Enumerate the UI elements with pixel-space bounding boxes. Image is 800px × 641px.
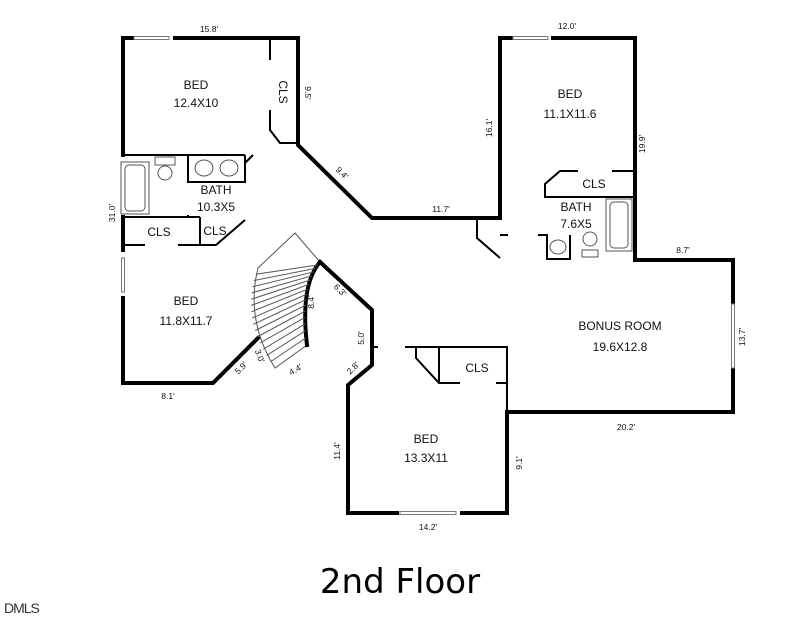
stair-tread xyxy=(252,293,307,319)
walls xyxy=(121,36,735,515)
dimension: 9.1' xyxy=(514,456,524,470)
room-size: 11.8X11.7 xyxy=(160,314,213,328)
dimension: 19.9' xyxy=(637,135,647,154)
room-name: BATH xyxy=(200,183,231,197)
room-size: 13.3X11 xyxy=(404,451,448,465)
closet-label: CLS xyxy=(203,224,226,238)
floor-title: 2nd Floor xyxy=(319,562,481,602)
stair-tread xyxy=(251,288,308,313)
dimension: 8.1' xyxy=(161,391,175,401)
dimension: 14.2' xyxy=(419,522,438,532)
stair-tread xyxy=(257,310,306,338)
dimension: 31.0' xyxy=(107,204,117,223)
dimension: 15.8' xyxy=(200,24,219,34)
windows xyxy=(121,36,735,515)
room-size: 11.1X11.6 xyxy=(544,107,597,121)
dimension: 13.7' xyxy=(737,328,747,347)
room-name: BED xyxy=(414,432,439,446)
floor-plan: BED 12.4X10 BED 11.1X11.6 BATH 10.3X5 BA… xyxy=(107,21,747,532)
room-size: 12.4X10 xyxy=(174,96,219,110)
room-size: 7.6X5 xyxy=(560,217,592,231)
dimension: 20.2' xyxy=(617,422,636,432)
closet-label: CLS xyxy=(276,80,290,103)
room-labels: BED 12.4X10 BED 11.1X11.6 BATH 10.3X5 BA… xyxy=(147,78,661,465)
stair-tread xyxy=(252,271,314,288)
closet-label: CLS xyxy=(465,361,488,375)
dimension: 16.1' xyxy=(484,119,494,138)
dimension: 3.0' xyxy=(253,348,267,364)
dimension: 11.7' xyxy=(432,204,450,214)
stair-tread xyxy=(259,316,306,344)
room-size: 10.3X5 xyxy=(197,200,235,214)
fixtures xyxy=(120,156,633,258)
stair-tread xyxy=(251,275,312,294)
dimension: 11.4' xyxy=(332,442,342,460)
mls-logo: DMLS xyxy=(4,600,40,616)
closet-label: CLS xyxy=(582,177,605,191)
stair-tread xyxy=(262,323,306,350)
stair-tread xyxy=(253,267,316,281)
dimension: 4.4' xyxy=(287,362,304,378)
room-size: 19.6X12.8 xyxy=(593,340,648,354)
dimension: 9.4' xyxy=(334,165,351,182)
room-name: BATH xyxy=(560,200,591,214)
stair-tread xyxy=(253,299,307,325)
stair-tread xyxy=(250,279,311,300)
dimension: 8.7' xyxy=(676,245,690,255)
stair-tread xyxy=(266,330,306,356)
stair-tread xyxy=(255,264,318,275)
staircase[interactable] xyxy=(250,232,323,369)
room-name: BONUS ROOM xyxy=(578,319,661,333)
dimension: 8.4' xyxy=(306,295,316,309)
dimension: 9.5' xyxy=(303,86,313,100)
dimension: 12.0' xyxy=(558,21,577,31)
dimension: 5.0' xyxy=(356,331,366,345)
closet-label: CLS xyxy=(147,225,170,239)
stair-tread xyxy=(255,304,306,331)
stair-tread xyxy=(270,337,307,363)
room-name: BED xyxy=(558,87,583,101)
stair-tread xyxy=(250,283,309,306)
room-name: BED xyxy=(174,294,199,308)
room-name: BED xyxy=(184,78,209,92)
